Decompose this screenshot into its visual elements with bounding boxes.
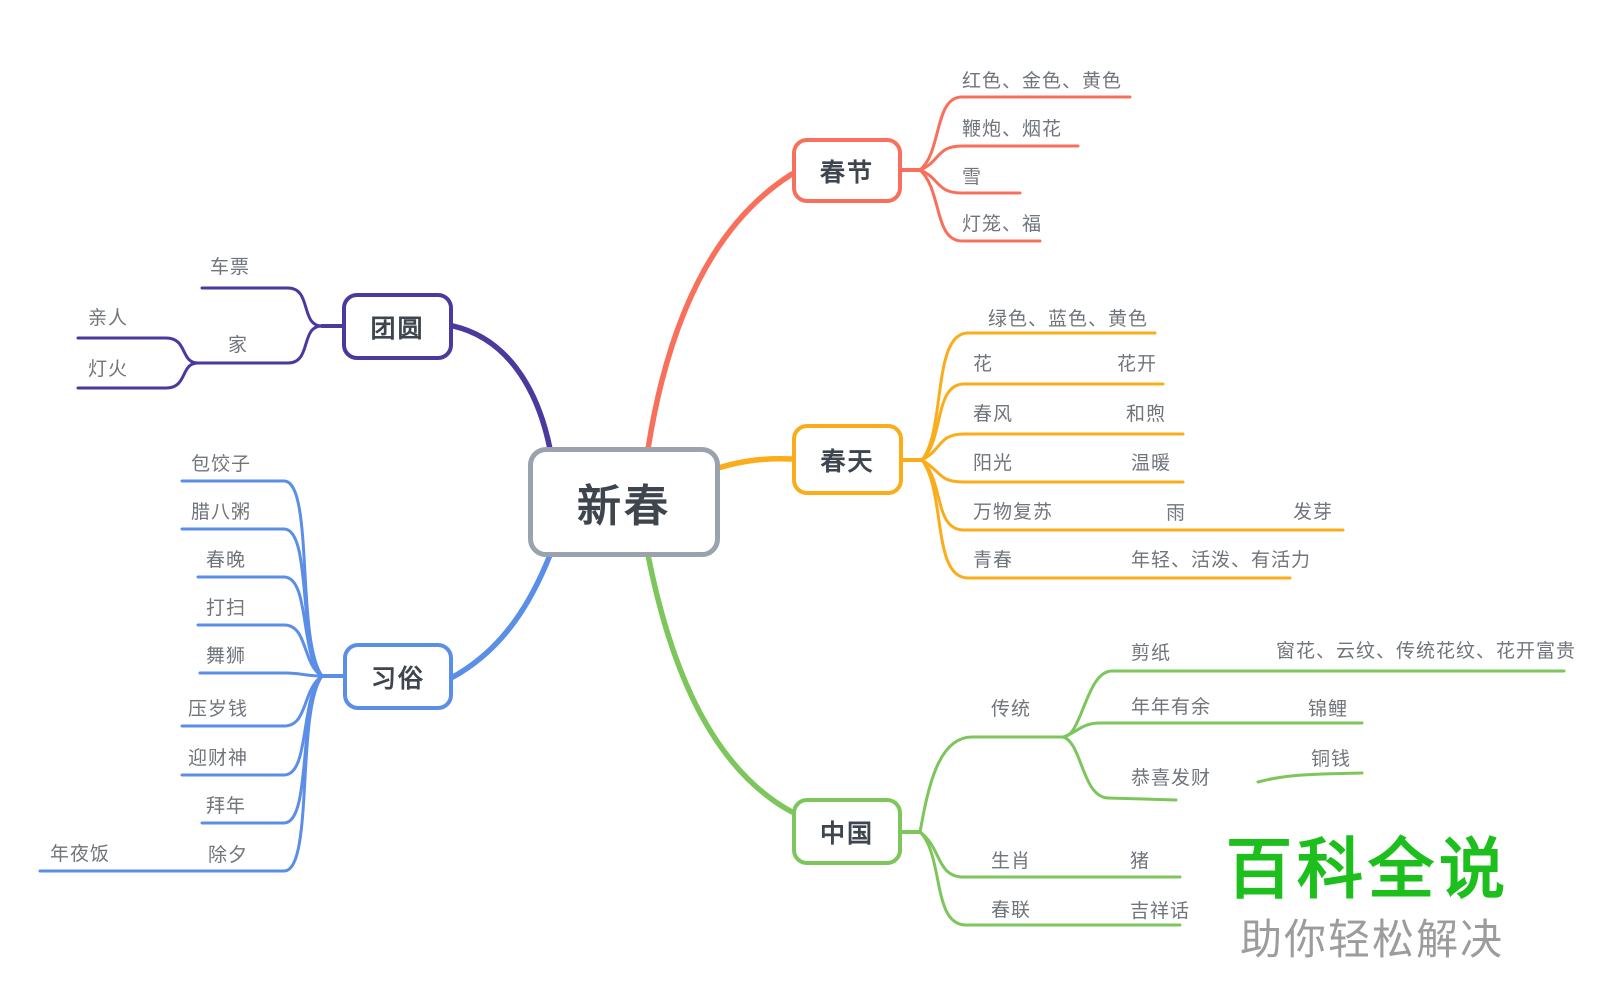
leaf-label[interactable]: 鞭炮、烟花 [962, 119, 1063, 140]
leaf-label[interactable]: 和煦 [1126, 404, 1167, 425]
leaf-label[interactable]: 生肖 [991, 851, 1032, 872]
leaf-label[interactable]: 舞狮 [206, 646, 247, 667]
leaf-label[interactable]: 铜钱 [1311, 749, 1352, 770]
node-customs[interactable]: 习俗 [343, 643, 453, 710]
branch-lines-customs [38, 479, 324, 873]
leaf-label[interactable]: 发芽 [1293, 502, 1334, 523]
main-branch-lines [450, 171, 795, 815]
leaf-label[interactable]: 雪 [962, 167, 983, 188]
leaf-label[interactable]: 绿色、蓝色、黄色 [988, 309, 1149, 330]
branch-lines-reunion [76, 286, 324, 390]
leaf-label[interactable]: 温暖 [1131, 453, 1172, 474]
branch-lines-china [918, 669, 1566, 927]
node-spring-festival-label: 春节 [819, 158, 874, 187]
leaf-label[interactable]: 花开 [1117, 354, 1158, 375]
leaf-label[interactable]: 春晚 [206, 550, 247, 571]
leaf-label-clipped[interactable]: 吉祥话 [1130, 901, 1190, 920]
leaf-label[interactable]: 拜年 [206, 796, 247, 817]
leaf-label[interactable]: 传统 [991, 699, 1032, 720]
leaf-label[interactable]: 年年有余 [1131, 697, 1212, 718]
root-node-label: 新春 [577, 482, 671, 531]
node-customs-label: 习俗 [370, 664, 425, 693]
node-reunion[interactable]: 团圆 [342, 293, 453, 360]
leaf-label[interactable]: 腊八粥 [191, 502, 252, 523]
leaf-label[interactable]: 春联 [991, 900, 1032, 921]
leaf-label[interactable]: 锦鲤 [1308, 699, 1349, 720]
leaf-label-clipped[interactable]: 恭喜发财 [1131, 768, 1212, 786]
fork-connectors [320, 168, 924, 834]
leaf-label[interactable]: 红色、金色、黄色 [962, 71, 1123, 92]
branch-lines-spring-festival [918, 95, 1132, 243]
leaf-label[interactable]: 家 [228, 335, 249, 356]
leaf-label[interactable]: 灯笼、福 [962, 214, 1043, 235]
node-spring-label: 春天 [820, 447, 875, 476]
leaf-label[interactable]: 雨 [1166, 503, 1187, 524]
leaf-label[interactable]: 灯火 [88, 359, 129, 380]
node-spring-festival[interactable]: 春节 [792, 138, 902, 203]
branch-lines-spring [920, 331, 1345, 580]
root-node[interactable]: 新春 [528, 447, 720, 557]
leaf-label[interactable]: 阳光 [973, 453, 1014, 474]
leaf-label[interactable]: 包饺子 [191, 454, 252, 475]
leaf-label[interactable]: 亲人 [88, 308, 129, 329]
leaf-label[interactable]: 窗花、云纹、传统花纹、花开富贵 [1276, 641, 1577, 662]
node-china[interactable]: 中国 [792, 798, 902, 865]
leaf-label[interactable]: 春风 [973, 404, 1014, 425]
leaf-label[interactable]: 打扫 [206, 598, 247, 619]
leaf-label[interactable]: 年轻、活泼、有活力 [1131, 550, 1312, 571]
node-spring[interactable]: 春天 [792, 424, 903, 495]
leaf-label[interactable]: 青春 [973, 550, 1014, 571]
leaf-label[interactable]: 除夕 [208, 845, 249, 866]
leaf-label[interactable]: 压岁钱 [188, 699, 249, 720]
node-china-label: 中国 [819, 819, 874, 848]
node-reunion-label: 团圆 [370, 314, 425, 343]
leaf-label[interactable]: 迎财神 [188, 748, 249, 769]
leaf-label[interactable]: 剪纸 [1131, 643, 1172, 664]
watermark-logo-text: 百科全说 [1226, 832, 1510, 906]
leaf-label[interactable]: 万物复苏 [973, 502, 1054, 523]
watermark-slogan: 助你轻松解决 [1240, 916, 1505, 963]
leaf-label[interactable]: 花 [973, 354, 994, 375]
leaf-label[interactable]: 猪 [1130, 851, 1151, 872]
leaf-label[interactable]: 车票 [210, 257, 251, 278]
leaf-label[interactable]: 年夜饭 [50, 844, 111, 865]
